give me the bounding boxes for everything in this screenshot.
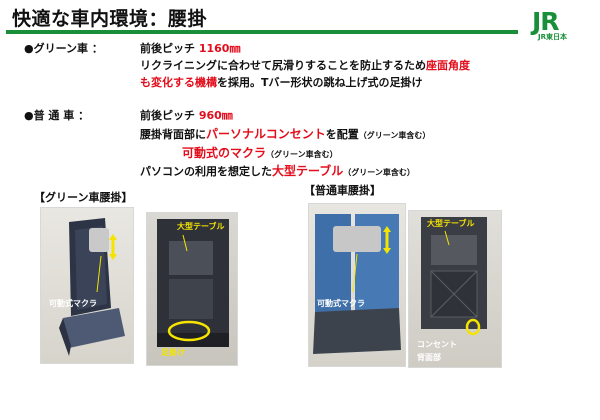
ordinary-table-a: パソコンの利用を想定した	[140, 165, 272, 178]
section-ordinary-seat: 【普通車腰掛】	[304, 184, 381, 197]
ordinary-pillow-note: （グリーン車含む）	[266, 150, 338, 159]
ordinary-pitch-prefix: 前後ピッチ	[140, 109, 199, 122]
ordinary-seat-front-illustration	[313, 214, 401, 354]
ordinary-outlet-note: （グリーン車含む）	[358, 131, 431, 140]
ordinary-outlet-b: を配置	[325, 128, 359, 141]
caption-green-movable-pillow: 可動式マクラ	[49, 299, 97, 308]
caption-ordinary-movable-pillow: 可動式マクラ	[317, 299, 365, 308]
caption-ordinary-large-table: 大型テーブル	[427, 219, 475, 228]
photo-ordinary-seat-back: 大型テーブル コンセント 背面部	[408, 210, 502, 368]
green-label: ●グリーン車 ：	[24, 42, 103, 55]
green-pitch-prefix: 前後ピッチ	[140, 42, 199, 55]
title-underline-thin	[6, 33, 518, 34]
title-underline	[6, 30, 518, 33]
green-desc-a: リクライニングに合わせて尻滑りすることを防止するため	[140, 59, 426, 72]
photo-green-seat-front: 可動式マクラ	[40, 207, 134, 364]
ordinary-pitch: 前後ピッチ 960㎜	[140, 109, 233, 123]
ordinary-table-red: 大型テーブル	[272, 164, 344, 178]
green-seat-back-illustration	[157, 219, 229, 347]
ordinary-pitch-value: 960㎜	[198, 109, 233, 122]
caption-green-large-table: 大型テーブル	[177, 222, 225, 231]
photo-green-seat-back: 大型テーブル 足掛け	[146, 212, 238, 366]
green-seat-front-illustration	[59, 218, 125, 356]
caption-backrest: 背面部	[417, 353, 441, 362]
green-pillow-shape	[89, 228, 109, 252]
green-pitch-value: 1160㎜	[198, 42, 241, 55]
ordinary-pillow-line: 可動式のマクラ（グリーン車含む）	[182, 146, 338, 162]
page-title: 快適な車内環境：腰掛	[12, 8, 208, 30]
caption-outlet: コンセント	[417, 340, 457, 349]
green-pitch: 前後ピッチ 1160㎜	[140, 42, 240, 56]
ordinary-outlet-line: 腰掛背面部にパーソナルコンセントを配置（グリーン車含む）	[140, 127, 430, 143]
caption-footrest: 足掛け	[161, 348, 185, 357]
green-desc-line2: も変化する機構を採用。Tバー形状の跳ね上げ式の足掛け	[140, 76, 423, 90]
ordinary-table-note: （グリーン車含む）	[343, 168, 415, 177]
jr-east-logo: JR JR東日本	[532, 7, 594, 42]
ordinary-seat-back-illustration	[421, 217, 487, 336]
ordinary-table-line: パソコンの利用を想定した大型テーブル（グリーン車含む）	[140, 164, 415, 180]
ordinary-outlet-red: パーソナルコンセント	[206, 127, 326, 141]
ordinary-pillow-shape	[333, 226, 381, 252]
section-green-seat: 【グリーン車腰掛】	[34, 191, 133, 204]
green-mechanism: も変化する機構	[140, 76, 217, 89]
photo-ordinary-seat-front: 可動式マクラ	[308, 203, 406, 367]
ordinary-label: ●普 通 車 ：	[24, 109, 90, 122]
logo-mark: JR	[532, 7, 560, 36]
outlet-circle	[465, 318, 481, 336]
green-desc-red: 座面角度	[426, 59, 470, 72]
footrest-circle	[167, 320, 211, 342]
ordinary-table-shape	[431, 235, 477, 265]
green-table-shape	[169, 241, 213, 275]
logo-subtitle: JR東日本	[538, 33, 567, 41]
green-desc-b: を採用。Tバー形状の跳ね上げ式の足掛け	[217, 76, 423, 89]
ordinary-pillow-red: 可動式のマクラ	[182, 146, 267, 160]
ordinary-outlet-a: 腰掛背面部に	[140, 128, 206, 141]
green-desc-line1: リクライニングに合わせて尻滑りすることを防止するため座面角度	[140, 59, 470, 73]
